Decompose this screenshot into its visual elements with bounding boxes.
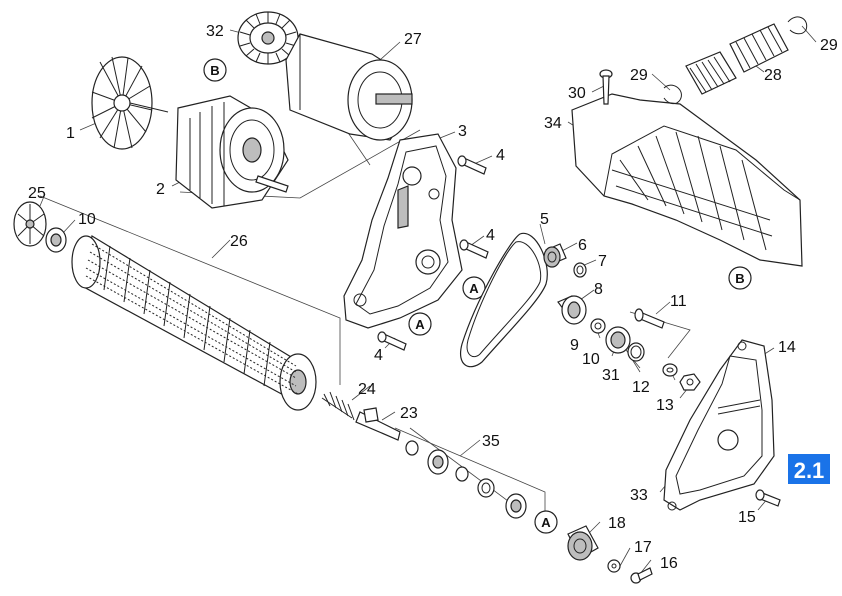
part-18-gear-pulley — [567, 525, 599, 561]
part-8-bearing — [557, 295, 587, 325]
label-part-4-a: 4 — [496, 147, 505, 164]
label-part-34: 34 — [544, 115, 562, 132]
marker-a-2-text: A — [415, 317, 425, 332]
label-part-4-c: 4 — [374, 347, 383, 364]
part-23-shaft — [355, 407, 401, 441]
part-24-spring — [321, 391, 355, 421]
label-part-29-b: 29 — [820, 37, 838, 54]
section-badge: 2.1 — [788, 454, 830, 484]
label-part-2: 2 — [156, 181, 165, 198]
label-part-18: 18 — [608, 515, 626, 532]
label-part-11: 11 — [670, 293, 687, 310]
part-1-fan — [91, 56, 169, 150]
part-16-screw — [630, 567, 653, 584]
part-32-cooling-fan — [237, 11, 299, 65]
marker-b-2-text: B — [735, 271, 744, 286]
part-3-gear-housing — [343, 133, 463, 329]
label-part-35: 35 — [482, 433, 500, 450]
label-part-30: 30 — [568, 85, 586, 102]
part-25-end-cap — [13, 201, 47, 247]
label-part-13: 13 — [656, 397, 674, 414]
part-13-nut — [679, 373, 701, 391]
part-6-pulley — [543, 243, 567, 268]
label-part-5: 5 — [540, 211, 549, 228]
label-part-7: 7 — [598, 253, 607, 270]
label-part-26: 26 — [230, 233, 248, 250]
part-10-bearing-right — [605, 326, 631, 354]
label-part-15: 15 — [738, 509, 756, 526]
marker-b-2: B — [728, 266, 752, 290]
label-part-33: 33 — [630, 487, 648, 504]
marker-a-3-text: A — [541, 515, 551, 530]
label-part-31: 31 — [602, 367, 620, 384]
label-part-29-a: 29 — [630, 67, 648, 84]
label-part-9: 9 — [570, 337, 579, 354]
label-part-14: 14 — [778, 339, 796, 356]
part-4-screws — [377, 155, 489, 351]
label-part-8: 8 — [594, 281, 603, 298]
label-part-10-right: 10 — [582, 351, 600, 368]
part-31-ring — [627, 342, 645, 362]
label-part-10-left: 10 — [78, 211, 96, 228]
marker-b-1: B — [203, 58, 227, 82]
marker-a-2: A — [408, 312, 432, 336]
label-part-24: 24 — [358, 381, 376, 398]
part-28-springs — [685, 23, 789, 95]
label-part-16: 16 — [660, 555, 678, 572]
label-part-12: 12 — [632, 379, 650, 396]
marker-a-3: A — [534, 510, 558, 534]
part-12-washer — [662, 363, 678, 377]
part-10-bearing-left — [45, 227, 67, 253]
part-7-ring — [573, 262, 587, 278]
label-part-32: 32 — [206, 23, 224, 40]
part-5-belt — [460, 232, 548, 368]
label-part-6: 6 — [578, 237, 587, 254]
part-30-screw — [599, 69, 613, 105]
part-labels: 1 2 3 4 4 4 5 6 7 8 9 10 10 11 12 13 14 … — [28, 23, 838, 572]
part-29-clips — [663, 16, 808, 105]
part-26-roller-brush — [71, 235, 317, 411]
part-2-motor — [175, 95, 289, 209]
section-badge-text: 2.1 — [794, 458, 825, 483]
label-part-3: 3 — [458, 123, 467, 140]
part-17-washer — [607, 559, 621, 573]
part-14-side-cover — [663, 339, 775, 511]
marker-a-1-text: A — [469, 281, 479, 296]
part-35-bearing-kit — [405, 440, 527, 519]
label-part-17: 17 — [634, 539, 652, 556]
label-part-27: 27 — [404, 31, 422, 48]
part-11-screw — [634, 308, 665, 329]
label-part-4-b: 4 — [486, 227, 495, 244]
part-27-motor-housing — [285, 33, 413, 141]
part-34-brush-cover — [571, 93, 803, 267]
part-9-bushing — [590, 318, 606, 334]
label-part-23: 23 — [400, 405, 418, 422]
label-part-25: 25 — [28, 185, 46, 202]
label-part-28: 28 — [764, 67, 782, 84]
label-part-1: 1 — [66, 125, 75, 142]
part-15-screw — [755, 489, 781, 507]
marker-b-1-text: B — [210, 63, 219, 78]
